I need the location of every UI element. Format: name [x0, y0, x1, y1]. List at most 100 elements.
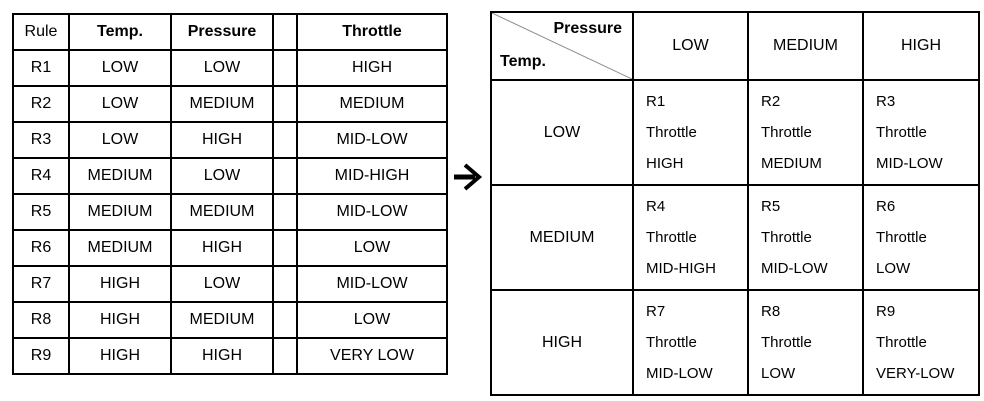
cell-output-value: MEDIUM [761, 155, 822, 172]
temp-cell: HIGH [68, 301, 172, 339]
cell-output-value: MID-LOW [876, 155, 943, 172]
cell-output-value: LOW [876, 260, 911, 277]
matrix-row: MEDIUM R4 Throttle MID-HIGH R5 Throttle … [490, 184, 980, 291]
matrix-row: HIGH R7 Throttle MID-LOW R8 Throttle LOW [490, 289, 980, 396]
matrix-cell: R6 Throttle LOW [862, 184, 980, 291]
matrix-cell: R1 Throttle HIGH [632, 79, 749, 186]
cell-output-value: MID-LOW [646, 365, 713, 382]
cell-rule-id: R1 [646, 93, 666, 110]
throttle-cell: MID-LOW [296, 193, 448, 231]
cell-output-label: Throttle [646, 334, 697, 351]
cell-rule-id: R3 [876, 93, 896, 110]
diagonal-line [492, 13, 632, 79]
rule-list-header-row: Rule Temp. Pressure Throttle [12, 13, 448, 51]
cell-output-label: Throttle [761, 334, 812, 351]
cell-output-label: Throttle [876, 124, 927, 141]
separator-cell [272, 265, 298, 303]
matrix-cell: R4 Throttle MID-HIGH [632, 184, 749, 291]
temp-cell: MEDIUM [68, 193, 172, 231]
throttle-cell: VERY LOW [296, 337, 448, 375]
matrix-col-header-medium: MEDIUM [747, 11, 864, 81]
cell-output-label: Throttle [876, 334, 927, 351]
temp-cell: LOW [68, 121, 172, 159]
corner-temp-label: Temp. [500, 53, 546, 70]
separator-cell [272, 193, 298, 231]
cell-output-value: HIGH [646, 155, 684, 172]
cell-rule-id: R9 [876, 303, 896, 320]
table-row: R7 HIGH LOW MID-LOW [12, 265, 448, 303]
pressure-cell: MEDIUM [170, 85, 274, 123]
diagonal-corner-cell: Pressure Temp. [490, 11, 634, 81]
corner-pressure-label: Pressure [553, 20, 623, 37]
temp-cell: MEDIUM [68, 229, 172, 267]
cell-rule-id: R6 [876, 198, 896, 215]
col-header-throttle: Throttle [296, 13, 448, 51]
rule-id-cell: R3 [12, 121, 70, 159]
throttle-cell: LOW [296, 229, 448, 267]
cell-output-value: VERY-LOW [876, 365, 955, 382]
temp-cell: HIGH [68, 337, 172, 375]
cell-rule-id: R4 [646, 198, 666, 215]
table-row: R1 LOW LOW HIGH [12, 49, 448, 87]
throttle-cell: LOW [296, 301, 448, 339]
throttle-cell: MID-LOW [296, 265, 448, 303]
cell-rule-id: R8 [761, 303, 781, 320]
rule-id-cell: R4 [12, 157, 70, 195]
cell-output-value: LOW [761, 365, 796, 382]
cell-output-label: Throttle [646, 124, 697, 141]
temp-cell: HIGH [68, 265, 172, 303]
table-row: R2 LOW MEDIUM MEDIUM [12, 85, 448, 123]
col-header-pressure: Pressure [170, 13, 274, 51]
separator-cell [272, 121, 298, 159]
rule-id-cell: R2 [12, 85, 70, 123]
cell-rule-id: R2 [761, 93, 781, 110]
pressure-cell: HIGH [170, 229, 274, 267]
right-arrow-icon [453, 161, 485, 193]
table-row: R6 MEDIUM HIGH LOW [12, 229, 448, 267]
pressure-cell: MEDIUM [170, 193, 274, 231]
rule-id-cell: R9 [12, 337, 70, 375]
matrix-cell: R5 Throttle MID-LOW [747, 184, 864, 291]
throttle-cell: MID-HIGH [296, 157, 448, 195]
cell-rule-id: R5 [761, 198, 781, 215]
cell-output-label: Throttle [876, 229, 927, 246]
matrix-col-header-high: HIGH [862, 11, 980, 81]
rule-id-cell: R6 [12, 229, 70, 267]
separator-cell [272, 337, 298, 375]
matrix-row: LOW R1 Throttle HIGH R2 Throttle MEDIUM [490, 79, 980, 186]
cell-output-label: Throttle [761, 229, 812, 246]
throttle-cell: HIGH [296, 49, 448, 87]
matrix-cell: R7 Throttle MID-LOW [632, 289, 749, 396]
table-row: R8 HIGH MEDIUM LOW [12, 301, 448, 339]
table-row: R5 MEDIUM MEDIUM MID-LOW [12, 193, 448, 231]
matrix-cell: R2 Throttle MEDIUM [747, 79, 864, 186]
matrix-cell: R8 Throttle LOW [747, 289, 864, 396]
cell-output-label: Throttle [761, 124, 812, 141]
separator-cell [272, 229, 298, 267]
temp-cell: MEDIUM [68, 157, 172, 195]
matrix-cell: R3 Throttle MID-LOW [862, 79, 980, 186]
matrix-row-header-medium: MEDIUM [490, 184, 634, 291]
rule-id-cell: R5 [12, 193, 70, 231]
matrix-header-row: Pressure Temp. LOW MEDIUM HIGH [490, 11, 980, 81]
rule-matrix-table: Pressure Temp. LOW MEDIUM HIGH LOW R1 Th… [490, 11, 980, 396]
matrix-col-header-low: LOW [632, 11, 749, 81]
cell-output-value: MID-LOW [761, 260, 828, 277]
rule-id-cell: R1 [12, 49, 70, 87]
temp-cell: LOW [68, 49, 172, 87]
separator-cell [272, 301, 298, 339]
separator-cell [272, 85, 298, 123]
rule-id-cell: R8 [12, 301, 70, 339]
table-row: R3 LOW HIGH MID-LOW [12, 121, 448, 159]
rule-id-cell: R7 [12, 265, 70, 303]
table-row: R4 MEDIUM LOW MID-HIGH [12, 157, 448, 195]
throttle-cell: MID-LOW [296, 121, 448, 159]
matrix-cell: R9 Throttle VERY-LOW [862, 289, 980, 396]
pressure-cell: HIGH [170, 337, 274, 375]
cell-output-label: Throttle [646, 229, 697, 246]
pressure-cell: LOW [170, 49, 274, 87]
col-header-separator [272, 13, 298, 51]
temp-cell: LOW [68, 85, 172, 123]
cell-rule-id: R7 [646, 303, 666, 320]
